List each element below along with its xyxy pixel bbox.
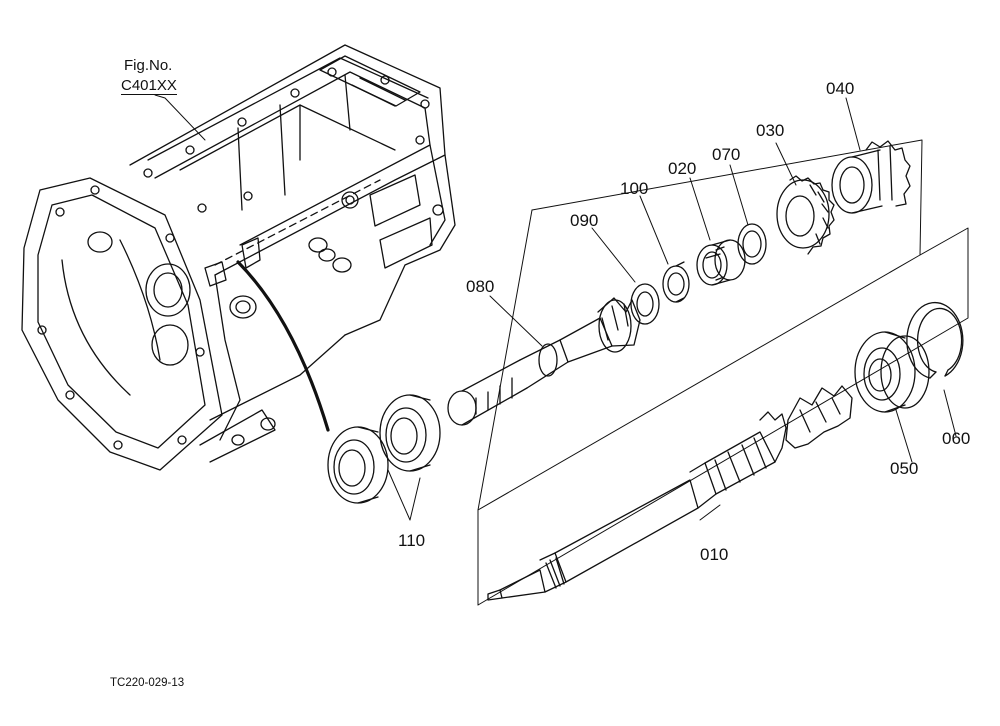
part-label-020: 020 [668,159,697,178]
part-label-010: 010 [700,545,729,564]
gear-040 [831,140,911,214]
part-label-030: 030 [756,121,785,140]
part-label-070: 070 [712,145,741,164]
shaft-080 [447,297,641,426]
circlip-060 [906,301,964,379]
bearing-050 [854,331,930,413]
part-label-110: 110 [398,531,426,550]
washer-090 [630,283,660,325]
figure-ref-leader [154,94,206,141]
leader-lines [489,97,957,521]
transmission-case [21,44,456,471]
part-label-080: 080 [466,277,495,296]
needle-bearing-020 [696,239,746,286]
part-label-060: 060 [942,429,971,448]
bearing-pair-110 [327,394,441,521]
gear-030 [776,175,835,255]
shaft-panel-frame [477,139,969,606]
part-label-040: 040 [826,79,855,98]
part-label-090: 090 [570,211,599,230]
part-label-100: 100 [620,179,649,198]
washer-070 [737,223,767,265]
drawing-code: TC220-029-13 [110,677,185,689]
collar-100 [662,261,690,303]
shaft-010 [487,385,853,601]
figure-number-label: Fig.No. [124,57,173,74]
figure-number-code: C401XX [121,77,177,95]
assembly-arrow [236,260,330,432]
part-label-050: 050 [890,459,919,478]
